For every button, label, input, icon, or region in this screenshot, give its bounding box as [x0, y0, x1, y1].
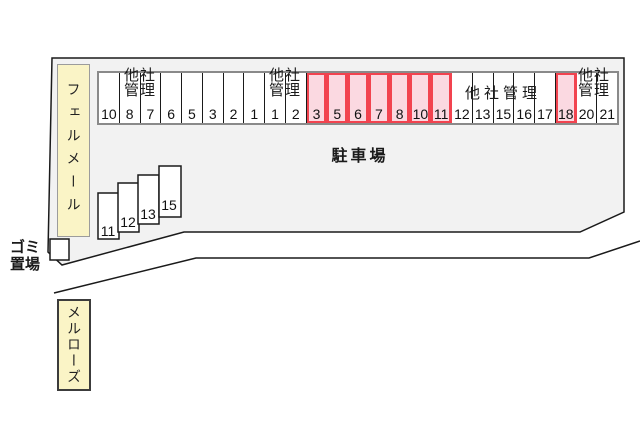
spot-number: 5 [333, 106, 342, 122]
other-company-label-line1: 他社 [577, 67, 610, 84]
parking-spot-1: 1 [244, 73, 266, 123]
spot-number: 12 [454, 106, 470, 122]
spot-number: 17 [537, 106, 553, 122]
parking-spot-2: 2 [223, 73, 245, 123]
parking-spot-21: 21 [597, 73, 618, 123]
building-melrose-label: メルローズ [66, 305, 82, 385]
spot-number: 6 [354, 106, 362, 122]
spot-number: 1 [271, 106, 279, 122]
parking-spot-12: 12 [452, 73, 473, 123]
parking-spot-8: 8 [119, 73, 141, 123]
spot-number: 3 [208, 106, 217, 122]
parking-spot-10: 10 [410, 73, 432, 123]
garbage-label-line1: ゴミ [9, 239, 40, 256]
parking-spot-3: 3 [306, 73, 328, 123]
building-melrose: メルローズ [57, 299, 91, 391]
parking-spot-15: 15 [493, 73, 515, 123]
other-company-label-line2: 管理 [123, 82, 156, 99]
parking-spot-18: 18 [555, 73, 577, 123]
parking-spot-16: 16 [514, 73, 536, 123]
stair-spot-number: 11 [100, 223, 116, 239]
garbage-label-line2: 置場 [9, 256, 40, 273]
other-company-label-left: 他社 管理 [117, 68, 163, 98]
spot-number: 18 [557, 106, 574, 122]
parking-spot-5: 5 [182, 73, 203, 123]
spot-number: 1 [250, 106, 259, 122]
spot-number: 15 [495, 106, 512, 122]
garbage-area-label: ゴミ 置場 [2, 239, 48, 273]
other-company-label-line1: 他社 [123, 67, 156, 84]
other-company-label-line2: 管理 [268, 82, 301, 99]
parking-spot-17: 17 [535, 73, 556, 123]
parking-spot-13: 13 [472, 73, 494, 123]
garbage-shed-rect [49, 238, 70, 261]
spot-number: 11 [433, 106, 449, 122]
stair-spot-number: 13 [140, 206, 156, 222]
spot-number: 16 [516, 106, 532, 122]
parking-spot-20: 20 [576, 73, 598, 123]
spot-number: 2 [229, 106, 238, 122]
parking-spot-6: 6 [161, 73, 183, 123]
building-fermeer-label: フェルメール [65, 81, 82, 220]
spot-number: 3 [312, 106, 321, 122]
stair-spot-number: 12 [120, 214, 136, 230]
spot-number: 6 [167, 106, 176, 122]
other-company-label-line1: 他社 [268, 67, 301, 84]
parking-spot-10: 10 [99, 73, 120, 123]
spot-number: 20 [578, 106, 595, 122]
parking-spot-3: 3 [202, 73, 224, 123]
other-company-label-right: 他社 管理 [571, 68, 617, 98]
parking-spot-1: 1 [265, 73, 286, 123]
spot-number: 2 [291, 106, 300, 122]
parking-spot-7: 7 [368, 73, 390, 123]
spot-number: 10 [101, 106, 117, 122]
other-company-label-wide: 他社管理 [464, 85, 541, 102]
spot-number: 8 [125, 106, 134, 122]
parking-spot-11: 11 [431, 73, 453, 123]
parking-spot-6: 6 [348, 73, 369, 123]
road-edge-line [53, 240, 640, 294]
spot-number: 8 [395, 106, 404, 122]
parking-area-title: 駐車場 [331, 148, 389, 165]
spot-number: 7 [146, 106, 155, 122]
parking-spot-5: 5 [327, 73, 349, 123]
stair-spot-number: 15 [161, 197, 177, 213]
parking-spot-7: 7 [140, 73, 162, 123]
parking-spot-8: 8 [389, 73, 411, 123]
spot-number: 5 [188, 106, 196, 122]
spot-number: 21 [599, 106, 616, 122]
other-company-label-middle: 他社 管理 [262, 68, 308, 98]
stair-spot-rect-15 [158, 165, 182, 218]
other-company-label-line2: 管理 [577, 82, 610, 99]
building-fermeer: フェルメール [57, 64, 90, 237]
spot-number: 7 [374, 106, 383, 122]
spot-number: 10 [412, 106, 429, 122]
parking-spot-2: 2 [285, 73, 307, 123]
spot-number: 13 [474, 106, 491, 122]
